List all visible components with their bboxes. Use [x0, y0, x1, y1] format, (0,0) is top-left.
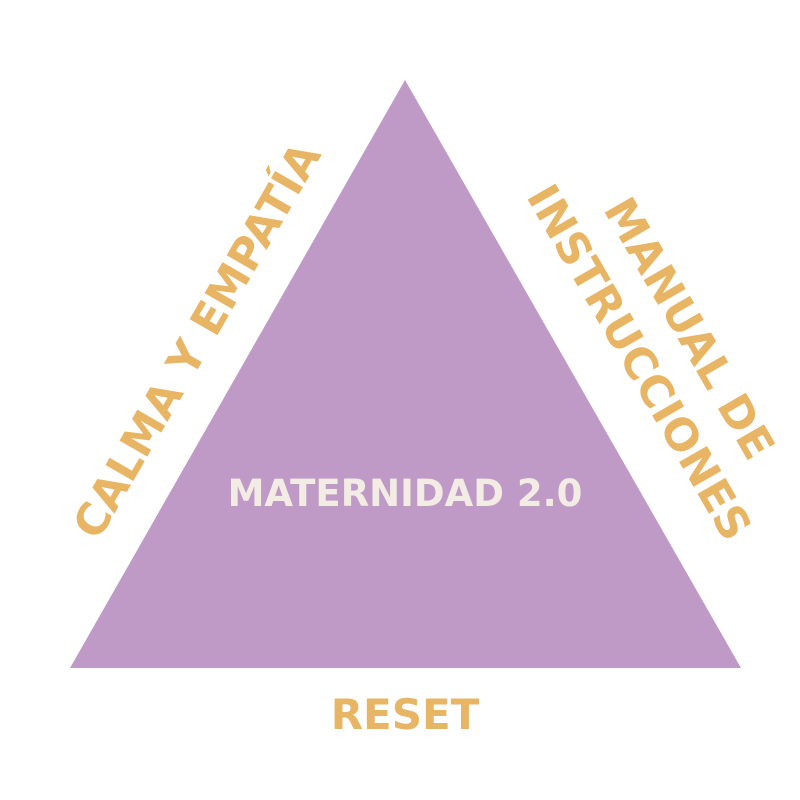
center-label: MATERNIDAD 2.0: [228, 472, 583, 515]
bottom-label: RESET: [331, 690, 480, 739]
triangle-shape: [70, 80, 741, 668]
